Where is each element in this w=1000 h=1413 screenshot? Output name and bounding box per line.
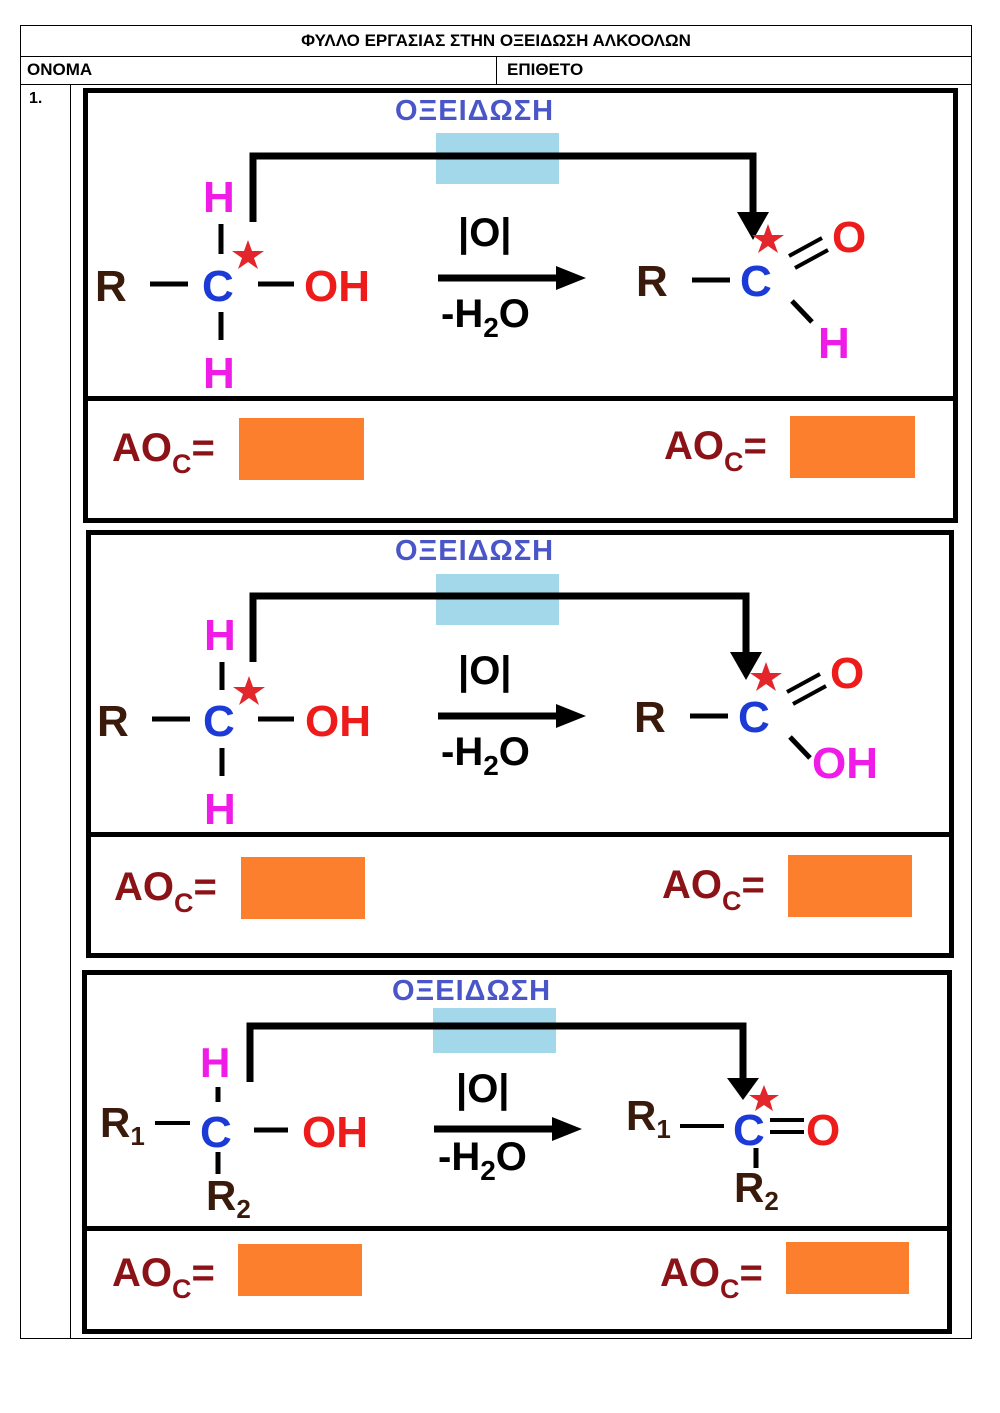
oxidation-number-answer-reactant-3[interactable] (238, 1244, 362, 1296)
oxidation-number-answer-product-2[interactable] (788, 855, 912, 917)
oxidation-label: ΟΞΕΙΔΩΣΗ (395, 95, 555, 127)
carbon-atom: C (740, 257, 772, 306)
reaction-panel-acid (86, 530, 954, 958)
oxidation-number-answer-product-1[interactable] (790, 416, 915, 478)
worksheet-table: ΦΥΛΛΟ ΕΡΓΑΣΙΑΣ ΣΤΗΝ ΟΞΕΙΔΩΣΗ ΑΛΚΟΟΛΩΝ ΟΝ… (20, 25, 972, 1339)
question-number: 1. (21, 84, 71, 1338)
oxidation-number-answer-reactant-1[interactable] (239, 418, 364, 480)
oxidation-number-label: AOC= (662, 863, 765, 916)
oxidation-answer-box-3[interactable] (433, 1008, 556, 1053)
r-group: R (634, 693, 666, 742)
panel-divider (87, 1226, 947, 1231)
star-icon (752, 224, 784, 253)
oxidation-label: ΟΞΕΙΔΩΣΗ (392, 975, 552, 1007)
panel-divider (88, 396, 953, 401)
hydrogen-top: H (200, 1039, 230, 1086)
star-icon (750, 662, 782, 691)
oxidation-arrowhead (737, 212, 769, 240)
oxidation-number-label: AOC= (112, 426, 215, 479)
reaction-panel-ketone (82, 970, 952, 1334)
hydrogen-bottom: H (203, 349, 235, 398)
hydrogen-atom: H (818, 319, 850, 368)
oxygen-atom: O (806, 1106, 840, 1155)
hydrogen-top: H (203, 173, 235, 222)
r1-group: R1 (100, 1099, 145, 1151)
oxygen-atom: O (832, 213, 866, 262)
r1-group: R1 (626, 1092, 671, 1144)
reaction-panel-aldehyde (83, 88, 958, 523)
carbon-atom: C (738, 693, 770, 742)
carbon-atom: C (203, 697, 235, 746)
byproduct-label: -H2O (438, 1135, 527, 1186)
oxidation-arrowhead (727, 1078, 759, 1100)
carbon-atom: C (202, 262, 234, 311)
oxidation-number-answer-reactant-2[interactable] (241, 857, 365, 919)
oxidation-arrow (246, 1022, 747, 1082)
oxidation-label: ΟΞΕΙΔΩΣΗ (395, 535, 555, 567)
reagent-label: |O| (458, 649, 512, 693)
reagent-label: |O| (458, 211, 512, 255)
reaction-scheme-2: R C OH H H |O| -H2O R C O OH (97, 592, 878, 834)
name-field[interactable]: ΟΝΟΜΑ (21, 56, 497, 84)
oxidation-arrow (249, 152, 757, 228)
r-group: R (95, 262, 127, 311)
oxidation-number-answer-product-3[interactable] (786, 1242, 909, 1294)
carbon-atom: C (733, 1106, 765, 1155)
star-icon (232, 240, 264, 269)
byproduct-label: -H2O (441, 730, 530, 781)
hydroxyl-group: OH (305, 697, 371, 746)
reaction-scheme-1: R C OH H H |O| -H2O R C O H (95, 152, 866, 398)
oxidation-arrowhead (730, 652, 762, 680)
r-group: R (636, 257, 668, 306)
byproduct-label: -H2O (441, 292, 530, 343)
hydroxyl-group: OH (302, 1108, 368, 1157)
panel-divider (91, 832, 949, 837)
student-info-row: ΟΝΟΜΑ ΕΠΙΘΕΤΟ (21, 56, 971, 85)
star-icon (233, 676, 265, 705)
hydrogen-top: H (204, 611, 236, 660)
hydroxyl-group: OH (812, 739, 878, 788)
reaction-scheme-3: R1 C OH H R2 |O| -H2O R1 C O R2 (100, 1022, 840, 1224)
carbon-atom: C (200, 1108, 232, 1157)
oxygen-atom: O (830, 649, 864, 698)
oxidation-number-label: AOC= (112, 1251, 215, 1304)
r2-group: R2 (206, 1172, 251, 1224)
oxidation-arrow (249, 592, 750, 668)
star-icon (749, 1085, 779, 1111)
oxidation-number-label: AOC= (114, 865, 217, 918)
oxidation-number-label: AOC= (664, 424, 767, 477)
r-group: R (97, 697, 129, 746)
surname-field[interactable]: ΕΠΙΘΕΤΟ (507, 60, 584, 79)
oxidation-number-label: AOC= (660, 1251, 763, 1304)
hydroxyl-group: OH (304, 262, 370, 311)
reagent-label: |O| (456, 1067, 510, 1111)
r2-group: R2 (734, 1164, 779, 1216)
hydrogen-bottom: H (204, 785, 236, 834)
